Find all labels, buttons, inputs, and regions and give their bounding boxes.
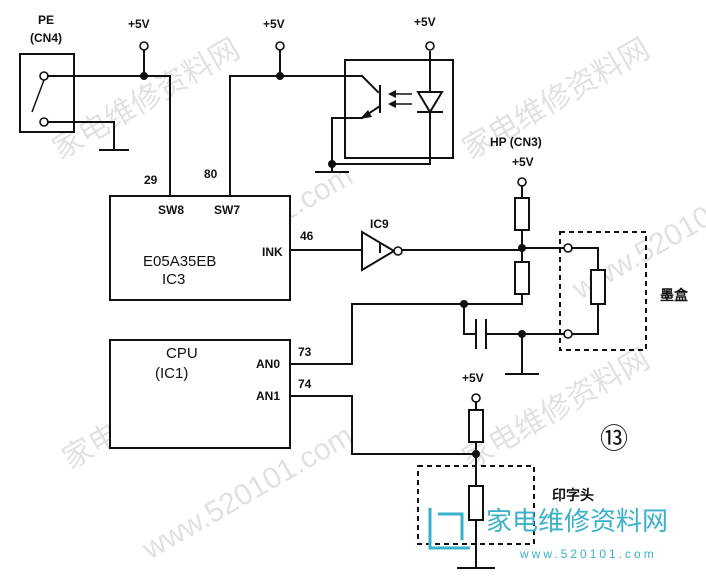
pin-number-29: 29 — [144, 173, 158, 187]
pin-number-80: 80 — [204, 167, 218, 181]
cpu-ref-label: (IC1) — [155, 365, 188, 382]
pin-sw8-label: SW8 — [158, 203, 184, 217]
brand-logo-icon — [428, 508, 470, 550]
vcc-terminal-icon — [517, 177, 527, 187]
vcc-terminal-icon — [471, 393, 481, 403]
inverter-icon — [361, 230, 396, 272]
watermark-site-name: 家电维修资料网 — [457, 342, 656, 477]
cpu-box — [109, 339, 291, 449]
brand-url: www.520101.com — [519, 547, 657, 561]
vcc-terminal-icon — [275, 41, 285, 51]
pe-switch: PE (CN4) — [19, 13, 171, 151]
cartridge-terminal-icon — [563, 329, 573, 339]
switch-contact-icon — [39, 71, 49, 81]
ic9-label: IC9 — [370, 217, 389, 231]
vcc-label: +5V — [462, 371, 484, 385]
vcc-label: +5V — [414, 15, 436, 29]
switch-contact-icon — [39, 117, 49, 127]
ink-cartridge-label: 墨盒 — [660, 287, 689, 304]
light-arrow-icon — [388, 90, 396, 98]
resistor-icon — [514, 197, 530, 231]
pin-number-46: 46 — [300, 229, 314, 243]
print-head-label: 印字头 — [552, 487, 594, 504]
ic9-inverter: IC9 — [361, 217, 523, 272]
brand-name: 家电维修资料网 — [486, 507, 668, 537]
inverter-bubble-icon — [393, 246, 403, 256]
light-arrow-icon — [388, 100, 396, 108]
ic3-box — [109, 195, 291, 301]
ic3-part-label: E05A35EB — [143, 253, 216, 270]
hp-connector: HP (CN3) +5V — [460, 135, 573, 308]
cpu-name-label: CPU — [166, 345, 198, 362]
switch-lever-icon — [31, 79, 45, 113]
vcc-terminal-icon — [139, 41, 149, 51]
pin-sw7-label: SW7 — [214, 203, 240, 217]
cpu-chip: CPU (IC1) AN0 AN1 73 74 — [109, 339, 477, 455]
pe-connector-label: (CN4) — [30, 31, 62, 45]
ink-cartridge: 墨盒 — [559, 231, 689, 351]
photo-sensor-box — [344, 59, 454, 159]
vcc-supply-2: +5V — [229, 17, 346, 197]
pin-number-74: 74 — [298, 377, 312, 391]
resistor-icon — [468, 485, 484, 521]
vcc-label: +5V — [512, 155, 534, 169]
cartridge-terminal-icon — [563, 243, 573, 253]
resistor-icon — [468, 409, 484, 443]
capacitor-network — [351, 303, 565, 375]
vcc-label: +5V — [128, 17, 150, 31]
ic3-chip: 29 80 SW8 SW7 INK E05A35EB IC3 46 — [109, 167, 363, 301]
photo-sensor: +5V — [315, 15, 454, 173]
arrow-icon — [360, 110, 372, 119]
watermark-site-name: 家电维修资料网 — [47, 32, 246, 167]
ink-cartridge-outline — [559, 231, 647, 351]
pin-ink-label: INK — [262, 245, 283, 259]
resistor-icon — [590, 269, 606, 305]
vcc-supply-1: +5V — [128, 17, 171, 197]
print-head-network: +5V 印字头 — [417, 371, 594, 569]
pin-an0-label: AN0 — [256, 357, 280, 371]
hp-label: HP (CN3) — [490, 135, 542, 149]
brand-logo: 家电维修资料网 www.520101.com — [428, 507, 668, 561]
pin-number-73: 73 — [298, 345, 312, 359]
figure-number: ⑬ — [600, 422, 628, 455]
pe-label: PE — [38, 13, 54, 27]
vcc-label: +5V — [263, 17, 285, 31]
watermark-site-name: 家电维修资料网 — [457, 32, 656, 167]
resistor-icon — [514, 261, 530, 295]
vcc-terminal-icon — [425, 41, 435, 51]
ic3-ref-label: IC3 — [162, 271, 185, 288]
pin-an1-label: AN1 — [256, 389, 280, 403]
